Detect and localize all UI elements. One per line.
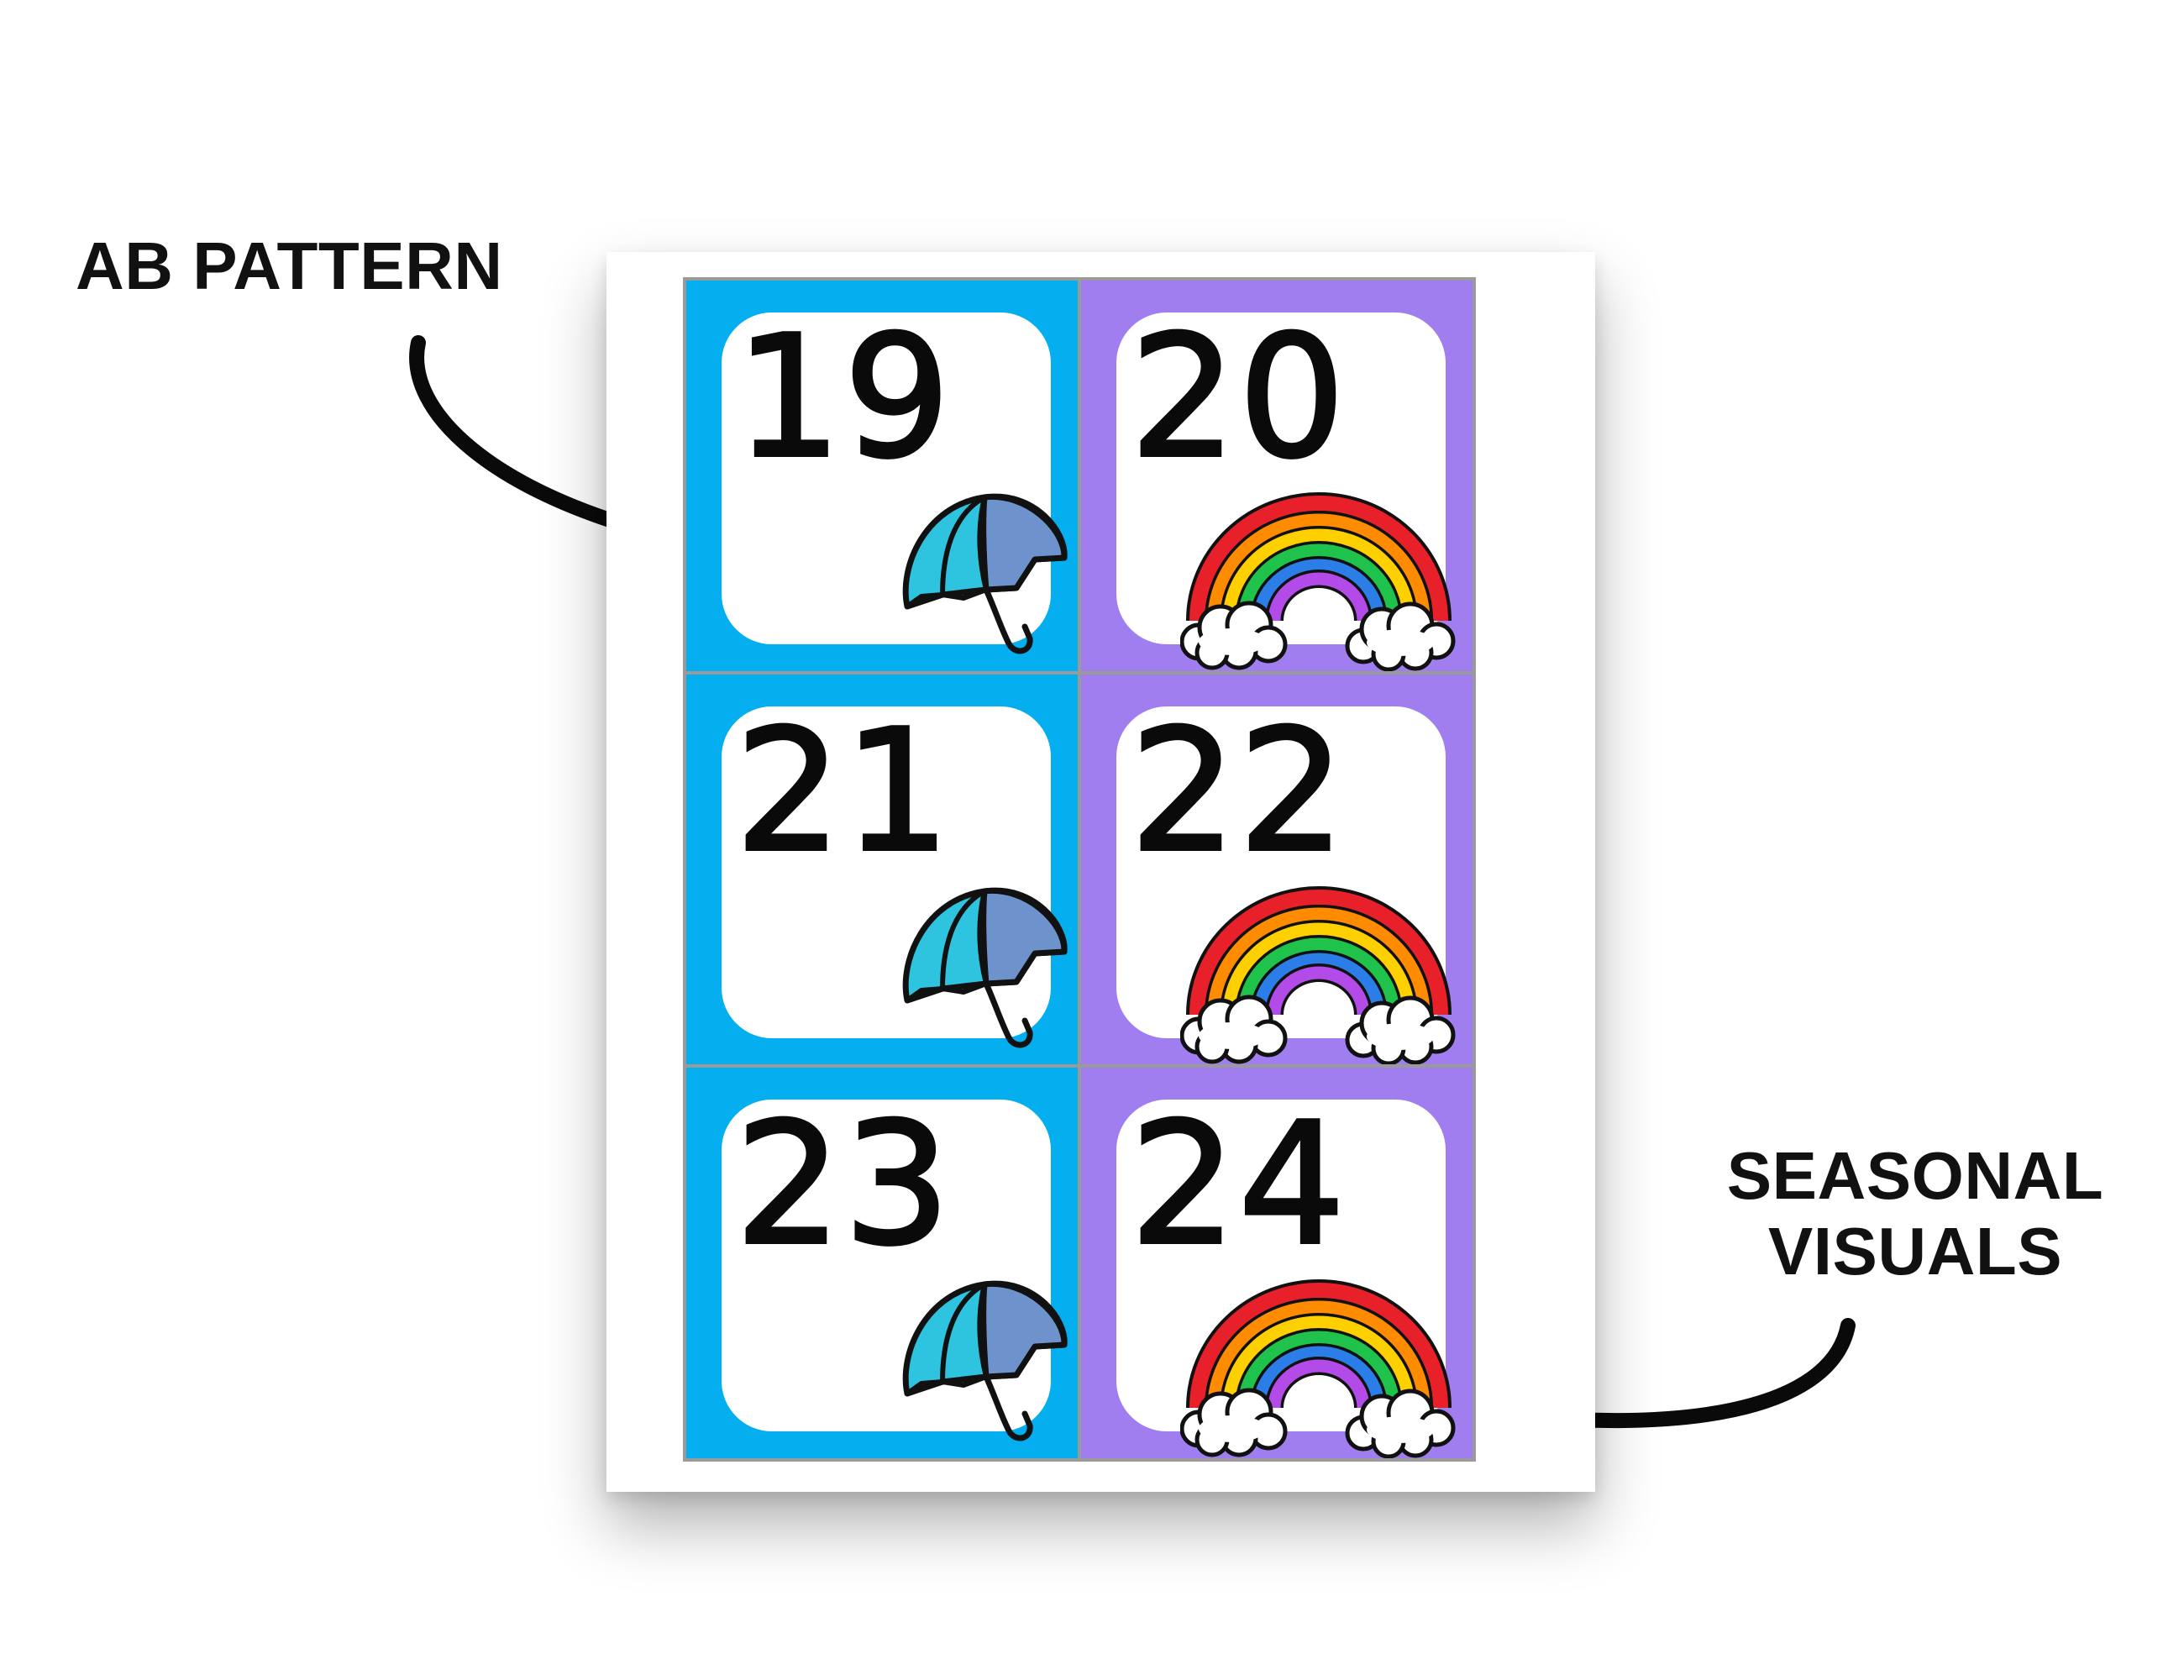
calendar-card: 22	[1079, 672, 1474, 1067]
umbrella-icon	[892, 482, 1073, 659]
card-number: 19	[733, 300, 953, 496]
seasonal-visuals-line1: SEASONAL	[1726, 1138, 2104, 1213]
rainbow-icon	[1179, 880, 1457, 1065]
umbrella-icon	[892, 876, 1073, 1053]
ab-pattern-text: AB PATTERN	[76, 228, 503, 303]
umbrella-icon	[892, 1269, 1073, 1446]
printable-sheet: 19 20	[606, 252, 1595, 1492]
calendar-card-grid: 19 20	[683, 277, 1476, 1462]
card-number: 21	[733, 693, 953, 890]
seasonal-visuals-line2: VISUALS	[1767, 1213, 2063, 1289]
calendar-card: 24	[1079, 1066, 1474, 1460]
seasonal-visuals-label: SEASONAL VISUALS	[1705, 1138, 2125, 1289]
card-number: 20	[1128, 300, 1347, 496]
card-number: 24	[1128, 1087, 1347, 1284]
rainbow-icon	[1179, 486, 1457, 671]
calendar-card: 21	[685, 672, 1079, 1067]
rainbow-icon	[1179, 1273, 1457, 1458]
calendar-card: 23	[685, 1066, 1079, 1460]
calendar-card: 19	[685, 279, 1079, 673]
calendar-card: 20	[1079, 279, 1474, 673]
ab-pattern-label: AB PATTERN	[76, 228, 529, 304]
card-number: 23	[733, 1087, 953, 1284]
card-number: 22	[1128, 693, 1347, 890]
